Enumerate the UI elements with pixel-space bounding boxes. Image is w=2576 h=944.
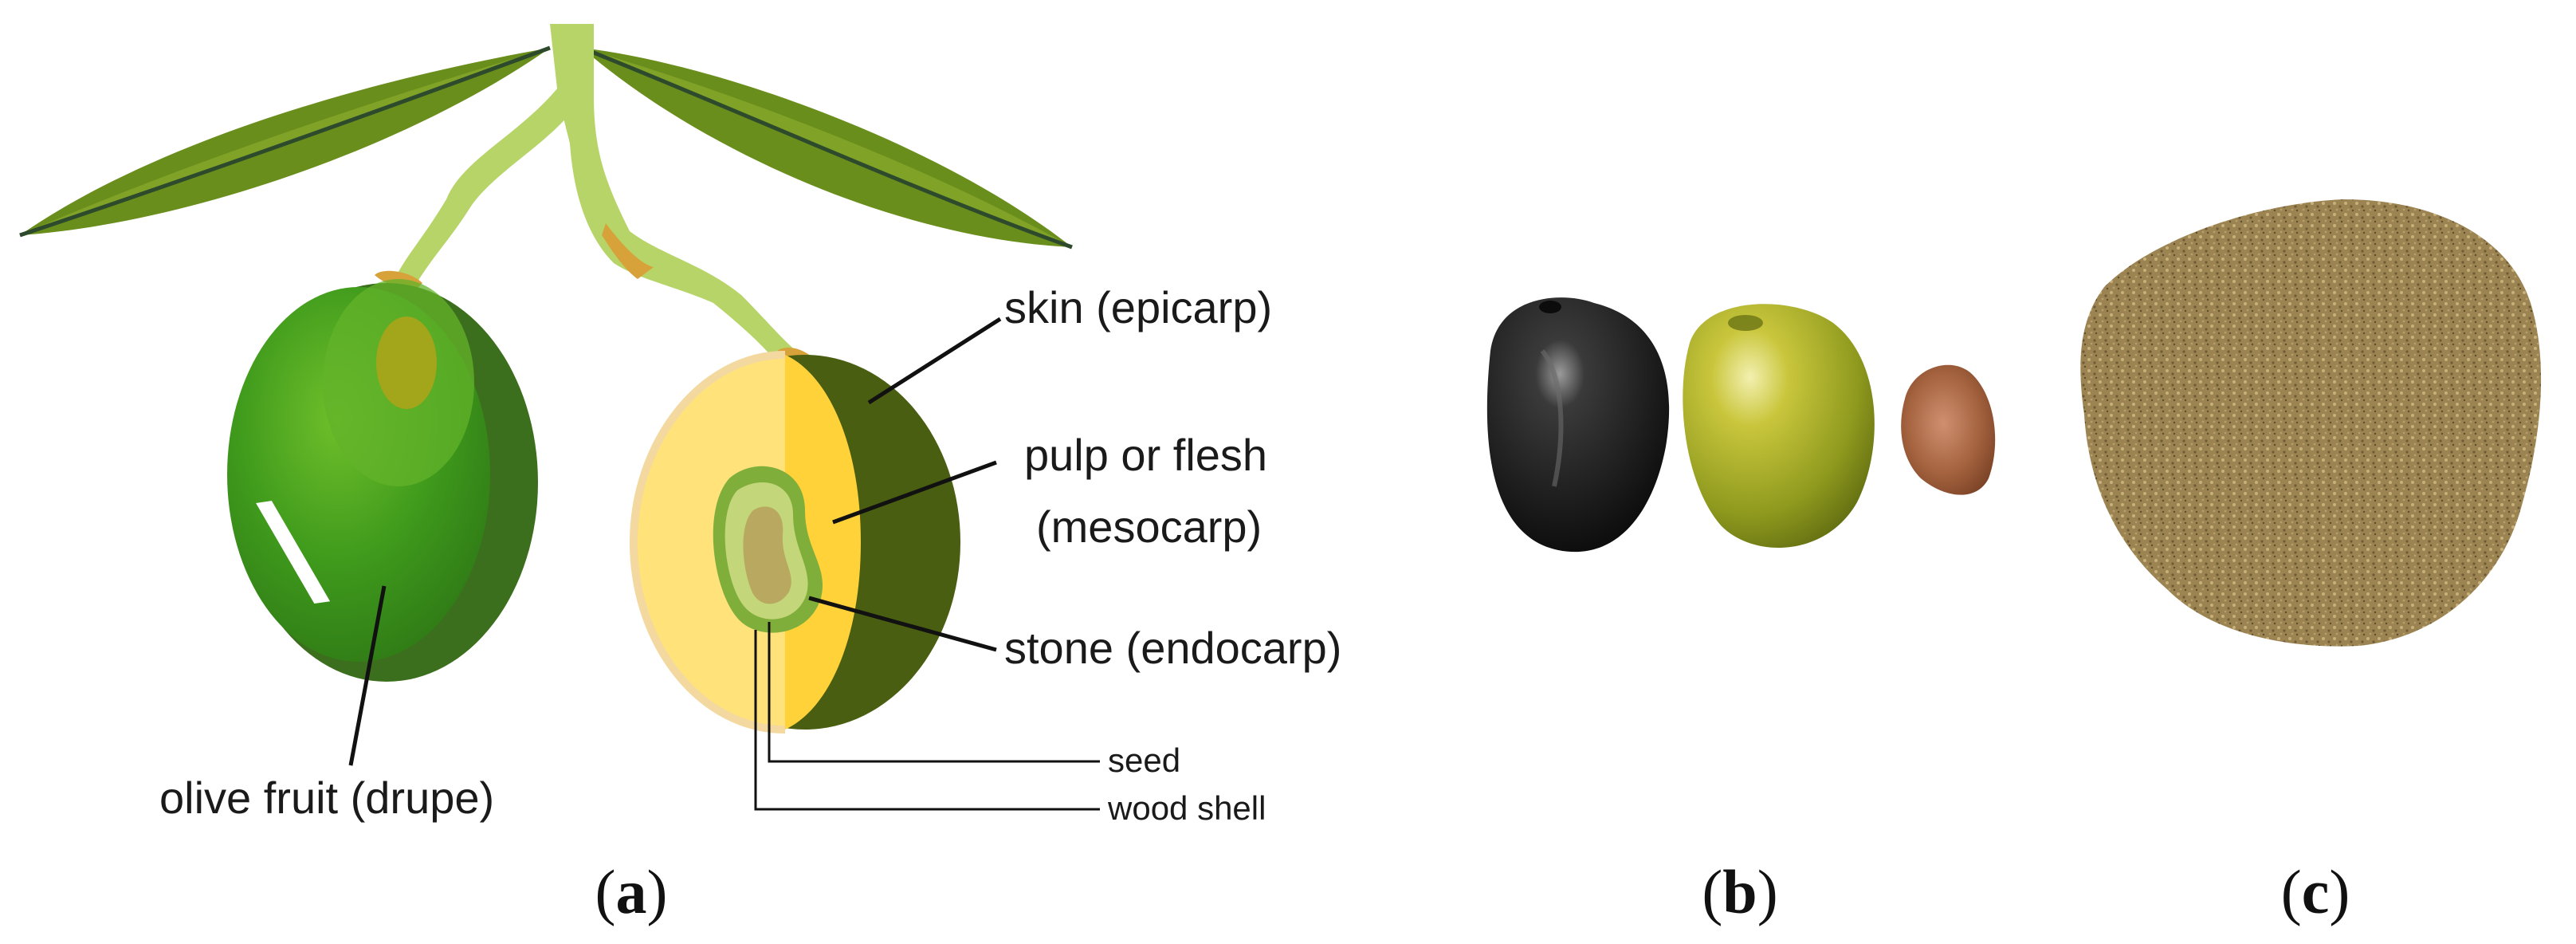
olive-fruit-leader xyxy=(348,585,387,766)
green-olive-photo xyxy=(1683,304,1875,549)
label-pulp-line2: (mesocarp) xyxy=(1036,502,1262,552)
right-leaf-vein xyxy=(581,45,1073,250)
skin-leader xyxy=(867,317,1002,405)
panel-a-illustration: olive fruit (drupe) skin (epicarp) pulp … xyxy=(19,24,1341,926)
label-pulp-line1: pulp or flesh xyxy=(1024,430,1267,480)
pulp-leader xyxy=(832,460,997,525)
panel-label-b: (b) xyxy=(1702,857,1777,926)
stone-leader xyxy=(808,596,997,652)
black-olive-photo xyxy=(1486,297,1670,553)
panel-c-powder: (c) xyxy=(2080,199,2542,926)
left-leaf-vein xyxy=(19,45,551,238)
panel-label-c: (c) xyxy=(2281,857,2350,926)
label-wood-shell: wood shell xyxy=(1107,789,1266,827)
left-branch xyxy=(395,88,578,287)
label-olive-fruit: olive fruit (drupe) xyxy=(159,773,494,823)
olive-stone-powder xyxy=(2080,199,2542,647)
label-skin: skin (epicarp) xyxy=(1004,282,1272,332)
label-seed: seed xyxy=(1108,741,1180,779)
cut-olive xyxy=(629,351,960,734)
olive-stone-photo xyxy=(1901,364,1996,495)
main-stem xyxy=(550,24,801,363)
seed xyxy=(743,506,791,604)
wood-shell-leader xyxy=(754,630,1100,811)
seed-leader xyxy=(768,622,1100,763)
whole-olive xyxy=(227,279,538,682)
panel-label-a: (a) xyxy=(595,857,668,926)
stem-joint-main xyxy=(602,223,654,279)
label-stone: stone (endocarp) xyxy=(1004,623,1341,673)
panel-b-photos: (b) xyxy=(1486,297,1996,926)
